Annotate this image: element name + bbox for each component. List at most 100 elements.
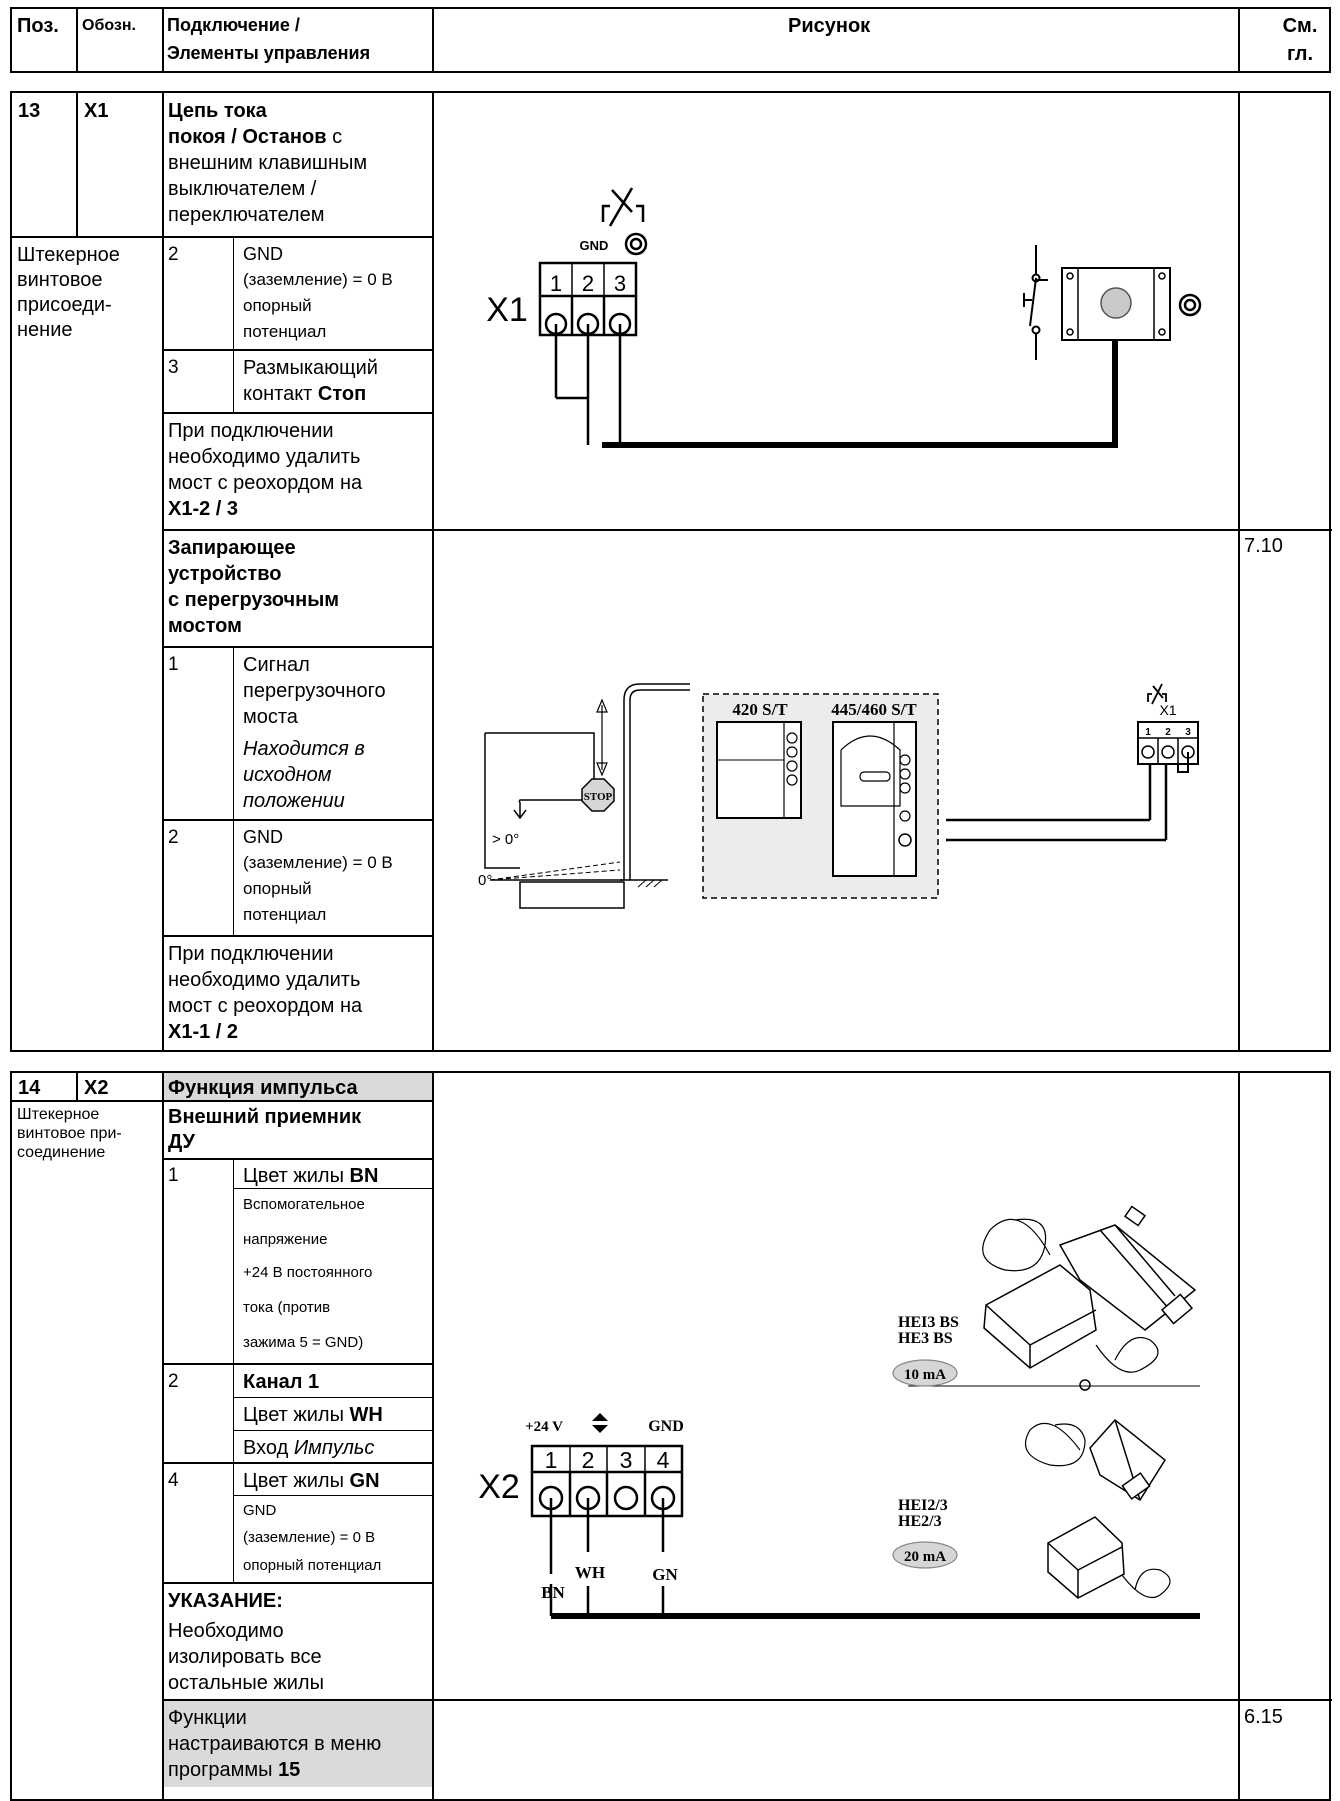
row-14-pin1-2: Вспомогательное <box>243 1196 365 1213</box>
updown-arrow-icon <box>592 1413 608 1421</box>
row-14-pin4-1b: GN <box>349 1470 380 1492</box>
row-14-sub-2: ДУ <box>168 1131 195 1153</box>
row-14-pin4-1a: Цвет жилы <box>243 1470 350 1492</box>
row-13-conn-1: Штекерное <box>17 244 120 266</box>
row-13b-pin2-num: 2 <box>168 827 179 848</box>
header-see-1: См. <box>1282 15 1318 37</box>
fig2-terminal-1: 1 <box>1145 727 1151 738</box>
fig3-hei3-label-2: HE3 BS <box>898 1330 953 1347</box>
header-designation: Обозн. <box>82 17 136 34</box>
row-13-conn-4: нение <box>17 319 73 341</box>
row-13b-pin1-5: исходном <box>243 764 332 786</box>
row-13b-pin1-2: перегрузочного <box>243 680 386 702</box>
header-pos: Поз. <box>17 15 59 37</box>
row-13-pin3-1: Размыкающий <box>243 357 378 379</box>
switch-symbol-small-icon <box>1147 683 1167 705</box>
row-14-conn-2: винтовое при- <box>17 1125 122 1142</box>
row-14-pin4-2: GND <box>243 1502 277 1519</box>
fig1-terminal-3: 3 <box>614 271 626 296</box>
row-13-note-3: мост с реохордом на <box>168 472 363 494</box>
row-13-pin2-num: 2 <box>168 244 179 265</box>
row-13b-title-4: мостом <box>168 615 242 637</box>
key-switch-button-icon <box>1100 287 1132 319</box>
row-13-title-1: Цепь тока <box>168 100 267 122</box>
row-14-func-3a: программы <box>168 1759 279 1781</box>
row-14-title: Функция импульса <box>168 1077 358 1099</box>
fig1-terminal-2: 2 <box>582 271 594 296</box>
row-14-sub-1: Внешний приемник <box>168 1106 362 1128</box>
row-13b-title-2: устройство <box>168 563 282 585</box>
row-13-note-1: При подключении <box>168 420 334 442</box>
fig3-20ma-label: 20 mA <box>904 1549 946 1565</box>
fig2-stop-label: STOP <box>584 791 613 803</box>
row-13-pos: 13 <box>18 100 41 122</box>
row-14-note-3: остальные жилы <box>168 1672 324 1694</box>
row-14-pin2-num: 2 <box>168 1371 179 1392</box>
row-14-note-1: Необходимо <box>168 1620 284 1642</box>
row-14-pos: 14 <box>18 1077 41 1099</box>
fig3-10ma-label: 10 mA <box>904 1367 946 1383</box>
fig2-angle-0: 0° <box>478 872 492 889</box>
row-13-pin3-num: 3 <box>168 357 179 378</box>
row-13b-pin1-1: Сигнал <box>243 654 310 676</box>
header-connection-2: Элементы управления <box>167 43 371 63</box>
badge-10ma <box>892 1359 958 1387</box>
row-13b-pin2-3: опорный <box>243 879 312 898</box>
row-14-func-2: настраиваются в меню <box>168 1733 382 1755</box>
fig2-x1-label: X1 <box>1159 702 1176 718</box>
header-see-2: гл. <box>1286 43 1314 65</box>
row-14-pin1-1b: BN <box>349 1165 379 1187</box>
row-13-pin3-2b: Стоп <box>317 383 367 405</box>
row-14-pin2-3a: Вход <box>243 1437 294 1459</box>
row-14-pin1-4: +24 В постоянного <box>243 1264 373 1281</box>
fig1-gnd-label: GND <box>580 238 609 253</box>
row-13-note-4: X1-2 / 3 <box>168 498 239 520</box>
row-13-conn-2: винтовое <box>17 269 103 291</box>
fig1-x1-label: X1 <box>486 291 528 329</box>
fig2-terminal-2: 2 <box>1165 727 1171 738</box>
row-14-func-3b: 15 <box>278 1759 301 1781</box>
row-13b-title-1: Запирающее <box>168 537 296 559</box>
row-13b-pin2-1: GND <box>243 827 283 847</box>
row-13b-see: 7.10 <box>1244 535 1283 557</box>
fig3-terminal-1: 1 <box>545 1447 558 1473</box>
row-14-pin1-3: напряжение <box>243 1231 328 1248</box>
header-figure: Рисунок <box>788 15 871 37</box>
row-14-title-shade <box>163 1072 432 1100</box>
row-13-title-3: внешним клавишным <box>168 152 368 174</box>
fig3-terminal-2: 2 <box>582 1447 595 1473</box>
fig2-angle-gt0: > 0° <box>492 831 519 848</box>
ground-terminal-icon-2 <box>1178 293 1202 317</box>
row-14-pin1-num: 1 <box>168 1165 179 1186</box>
fig3-hei2-label-2: HE2/3 <box>898 1513 942 1530</box>
row-13b-pin2-4: потенциал <box>243 905 327 924</box>
receiver-hei2-drawing <box>1025 1418 1171 1599</box>
fig3-wh-label: WH <box>575 1563 605 1582</box>
row-13-title-4: выключателем / <box>168 178 317 200</box>
row-13b-pin1-3: моста <box>243 706 298 728</box>
row-13-pin2-2: (заземление) = 0 В <box>243 270 393 289</box>
row-14-pin2-2a: Цвет жилы <box>243 1404 350 1426</box>
switch-symbol-icon <box>601 187 645 227</box>
fig3-bn-label: BN <box>541 1583 565 1602</box>
fig3-terminal-3: 3 <box>620 1447 633 1473</box>
header-frame <box>10 7 1331 73</box>
row-13-note-2: необходимо удалить <box>168 446 361 468</box>
badge-20ma <box>892 1541 958 1569</box>
row-14-pin2-1: Канал 1 <box>243 1371 320 1393</box>
row-14-pin2-2b: WH <box>349 1404 383 1426</box>
row-13-pin3-2a: контакт <box>243 383 318 405</box>
row-14-func-1: Функции <box>168 1707 247 1729</box>
ground-terminal-icon <box>624 232 648 256</box>
row-13-title-2b: с <box>326 126 343 148</box>
row-14-see: 6.15 <box>1244 1706 1283 1728</box>
receiver-hei3-drawing <box>982 1205 1197 1391</box>
row-14-conn-1: Штекерное <box>17 1106 100 1123</box>
row-14-pin2-3b: Импульс <box>293 1437 375 1459</box>
row-13b-title-3: с перегрузочным <box>168 589 340 611</box>
row-14-note-heading: УКАЗАНИЕ: <box>168 1590 283 1612</box>
row-13-pin2-4: потенциал <box>243 322 327 341</box>
row-13b-pin2-2: (заземление) = 0 В <box>243 853 393 872</box>
fig2-label-420: 420 S/T <box>732 700 788 719</box>
